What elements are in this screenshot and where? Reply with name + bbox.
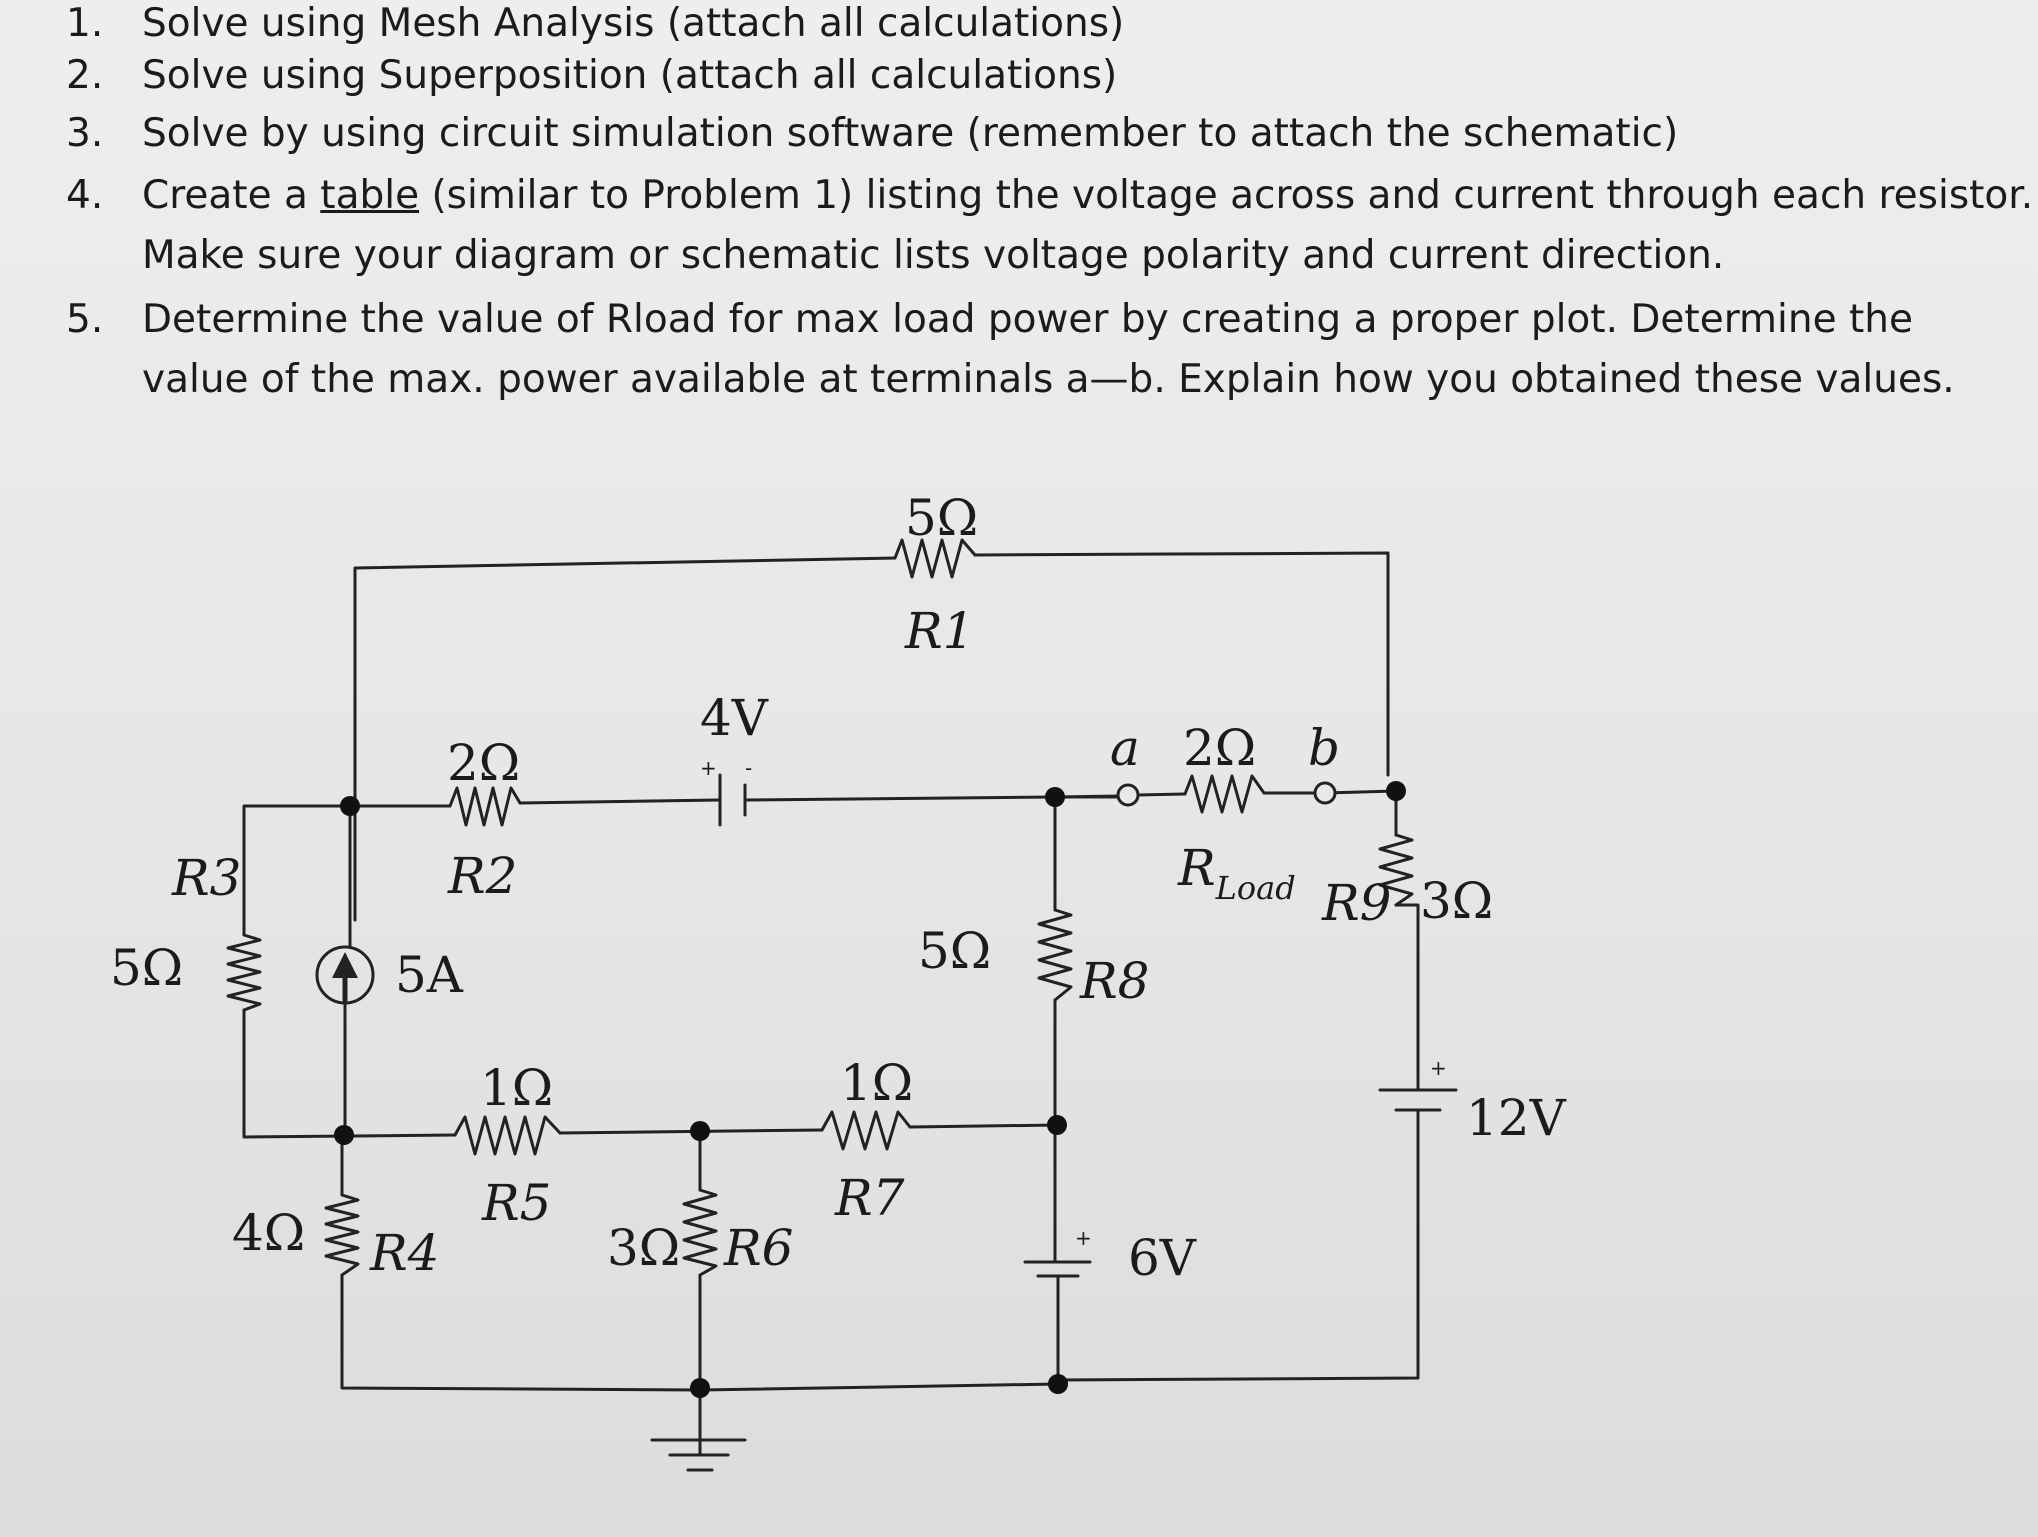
resistor-r1 [893,538,977,579]
wire-bottom [340,1273,1060,1392]
terminal-b-icon [1313,781,1337,805]
v6-plus: + [1075,1226,1092,1250]
instruction-number: 1. [66,1,104,46]
wire-r9-to-12v [1394,903,1420,1092]
instruction-text: Solve by using circuit simulation softwa… [142,111,1679,156]
r8-name: R8 [1079,952,1149,1010]
wire-r3-bottom [242,1008,457,1139]
r6-value: 3Ω [607,1219,680,1277]
current-source-value: 5A [395,946,464,1004]
r4-name: R4 [369,1224,439,1282]
wire-node-to-a [1053,794,1122,799]
wire-12v-to-bottom [1056,1108,1420,1382]
instruction-number: 3. [66,111,104,156]
instruction-text-end: (similar to Problem 1) listing the volta… [419,173,2034,218]
r3-name: R3 [171,849,241,907]
resistor-r5 [453,1115,562,1156]
wire-a-to-rload [1136,792,1187,797]
r1-name: R1 [904,602,974,660]
instruction-number: 5. [66,297,104,342]
junction-dots [334,781,1406,1398]
instruction-text: Solve using Mesh Analysis (attach all ca… [142,1,1125,46]
resistor-r8 [1037,908,1073,1002]
resistor-r4 [324,1193,360,1277]
junction-dot [340,796,360,816]
terminal-b-label: b [1308,719,1340,777]
junction-dot [1386,781,1406,801]
wire-top-node-left [242,804,452,937]
rload-name-main: R [1177,839,1216,897]
rload-name-sub: Load [1215,869,1296,907]
junction-dot [1047,1115,1067,1135]
wire-b-to-node [1323,789,1398,795]
wire-r7-to-node [908,1123,1060,1129]
r5-value: 1Ω [480,1059,553,1117]
v12-value: 12V [1466,1089,1567,1147]
resistor-r6 [682,1188,718,1277]
rload-name: RLoad [1177,839,1296,907]
junction-dot [1048,1374,1068,1394]
instruction-text-start: Create a [142,173,321,218]
v12-plus: + [1430,1056,1447,1080]
instruction-text: Determine the value of Rload for max loa… [142,297,1913,342]
r4-value: 4Ω [232,1204,305,1262]
resistor-rload [1183,774,1266,814]
r7-value: 1Ω [840,1054,913,1112]
terminal-a-label: a [1110,719,1140,777]
instruction-text: Create a table (similar to Problem 1) li… [142,172,2033,220]
v6-value: 6V [1128,1229,1197,1287]
instructions-list: 1. Solve using Mesh Analysis (attach all… [0,0,2038,420]
instruction-text: Solve using Superposition (attach all ca… [142,53,1118,98]
junction-dot [690,1378,710,1398]
r2-value: 2Ω [447,734,520,792]
r7-name: R7 [834,1169,905,1227]
r2-name: R2 [447,847,517,905]
resistor-r7 [820,1110,912,1151]
v4-value: 4V [700,689,769,747]
instruction-number: 4. [66,173,104,218]
r8-value: 5Ω [918,922,991,980]
current-source-5a [315,945,375,1005]
resistor-r9 [1378,833,1414,907]
r9-name: R9 [1321,874,1391,932]
wire-top-right [973,551,1390,777]
table-word: table [320,173,420,218]
instruction-text-line2: value of the max. power available at ter… [142,357,1955,402]
instruction-text-line2: Make sure your diagram or schematic list… [142,233,1725,278]
r1-value: 5Ω [905,489,978,547]
r6-name: R6 [723,1219,793,1277]
junction-dot [690,1121,710,1141]
r3-value: 5Ω [110,939,183,997]
resistor-r2 [448,786,522,827]
wire-r2-to-4v [518,798,722,805]
rload-value: 2Ω [1183,719,1256,777]
v4-plus: + [700,756,717,780]
wire-top-left [353,556,897,922]
junction-dot [1045,787,1065,807]
r5-name: R5 [481,1174,551,1232]
r9-value: 3Ω [1420,872,1493,930]
terminal-a-icon [1116,783,1140,807]
resistor-r3 [226,933,262,1012]
junction-dot [334,1125,354,1145]
instruction-number: 2. [66,53,104,98]
arrow-up-icon [332,952,358,978]
v4-minus: - [745,756,752,780]
